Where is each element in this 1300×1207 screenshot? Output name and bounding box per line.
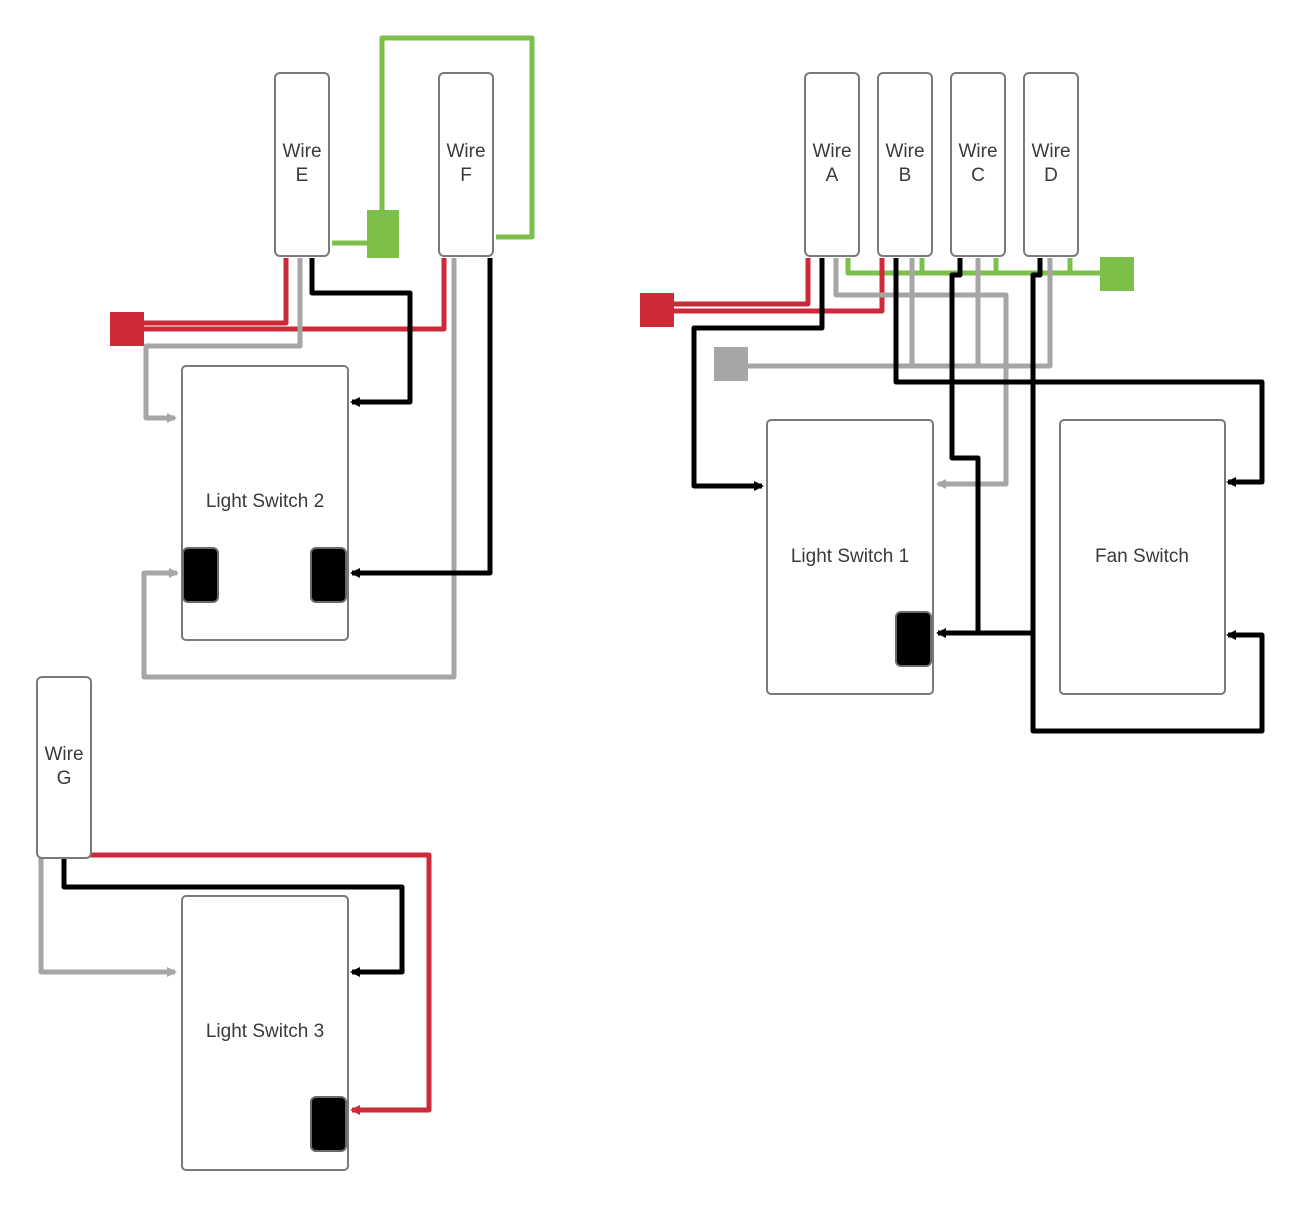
line-wire-c <box>936 258 981 638</box>
group-light-switch-3: Wire G Light Switch 3 <box>36 676 432 1171</box>
hot-wire-g <box>90 852 432 1115</box>
line-wire-f <box>350 258 493 578</box>
light-switch-2-terminal-left <box>182 547 219 603</box>
fan-switch-box <box>1059 419 1226 695</box>
line-wire-g <box>61 858 405 977</box>
hot-connector-ef <box>110 312 144 346</box>
wire-e-label-1: Wire <box>282 141 321 162</box>
fan-switch-label: Fan Switch <box>1095 546 1189 567</box>
wire-d-label-1: Wire <box>1031 141 1070 162</box>
ground-wire-ef <box>332 35 535 246</box>
wire-c-label-2: C <box>971 165 985 186</box>
light-switch-2-box <box>181 365 349 641</box>
light-switch-1-terminal <box>895 611 932 667</box>
wire-g-label-2: G <box>57 768 72 789</box>
line-wire-a <box>691 258 825 491</box>
ground-connector-abcd <box>1100 257 1134 291</box>
group-light-switch-1-fan: Wire A Wire B Wire C Wire D Light Switch… <box>640 72 1265 734</box>
hot-wire-b <box>672 258 885 314</box>
wire-d-box <box>1023 72 1079 257</box>
neutral-bus-abcd <box>746 258 1053 369</box>
light-switch-1-label: Light Switch 1 <box>791 546 909 567</box>
wire-f-label-1: Wire <box>446 141 485 162</box>
light-switch-3-box <box>181 895 349 1171</box>
wire-f-label-2: F <box>460 165 472 186</box>
light-switch-3-terminal <box>310 1096 347 1152</box>
light-switch-3-label: Light Switch 3 <box>206 1021 324 1042</box>
wire-c-box <box>950 72 1006 257</box>
wire-d-label-2: D <box>1044 165 1058 186</box>
hot-connector-ab <box>640 293 674 327</box>
light-switch-2-label: Light Switch 2 <box>206 491 324 512</box>
neutral-wire-g <box>38 858 177 977</box>
wire-b-label-2: B <box>899 165 912 186</box>
wire-e-box <box>274 72 330 257</box>
hot-wire-e <box>140 258 289 326</box>
group-light-switch-2: Wire E Wire F Light Switch 2 <box>110 35 535 680</box>
line-wire-e <box>309 258 413 407</box>
wire-a-label-1: Wire <box>812 141 851 162</box>
wire-f-box <box>438 72 494 257</box>
neutral-wire-a <box>833 258 1009 489</box>
line-wire-b <box>893 258 1265 487</box>
wire-e-label-2: E <box>296 165 309 186</box>
wire-g-box <box>36 676 92 859</box>
light-switch-2-terminal-right <box>310 547 347 603</box>
hot-wire-f <box>140 258 447 332</box>
line-wire-d <box>1030 258 1265 734</box>
ground-connector-ef <box>367 210 399 258</box>
hot-wire-a <box>672 258 811 307</box>
wire-a-label-2: A <box>826 165 839 186</box>
wire-g-label-1: Wire <box>44 744 83 765</box>
wire-b-label-1: Wire <box>885 141 924 162</box>
neutral-wire-f <box>141 258 457 680</box>
wire-c-label-1: Wire <box>958 141 997 162</box>
light-switch-1-box <box>766 419 934 695</box>
wire-b-box <box>877 72 933 257</box>
neutral-wire-e <box>143 258 303 423</box>
wire-a-box <box>804 72 860 257</box>
neutral-connector-abcd <box>714 347 748 381</box>
ground-bus-abcd <box>845 258 1102 276</box>
